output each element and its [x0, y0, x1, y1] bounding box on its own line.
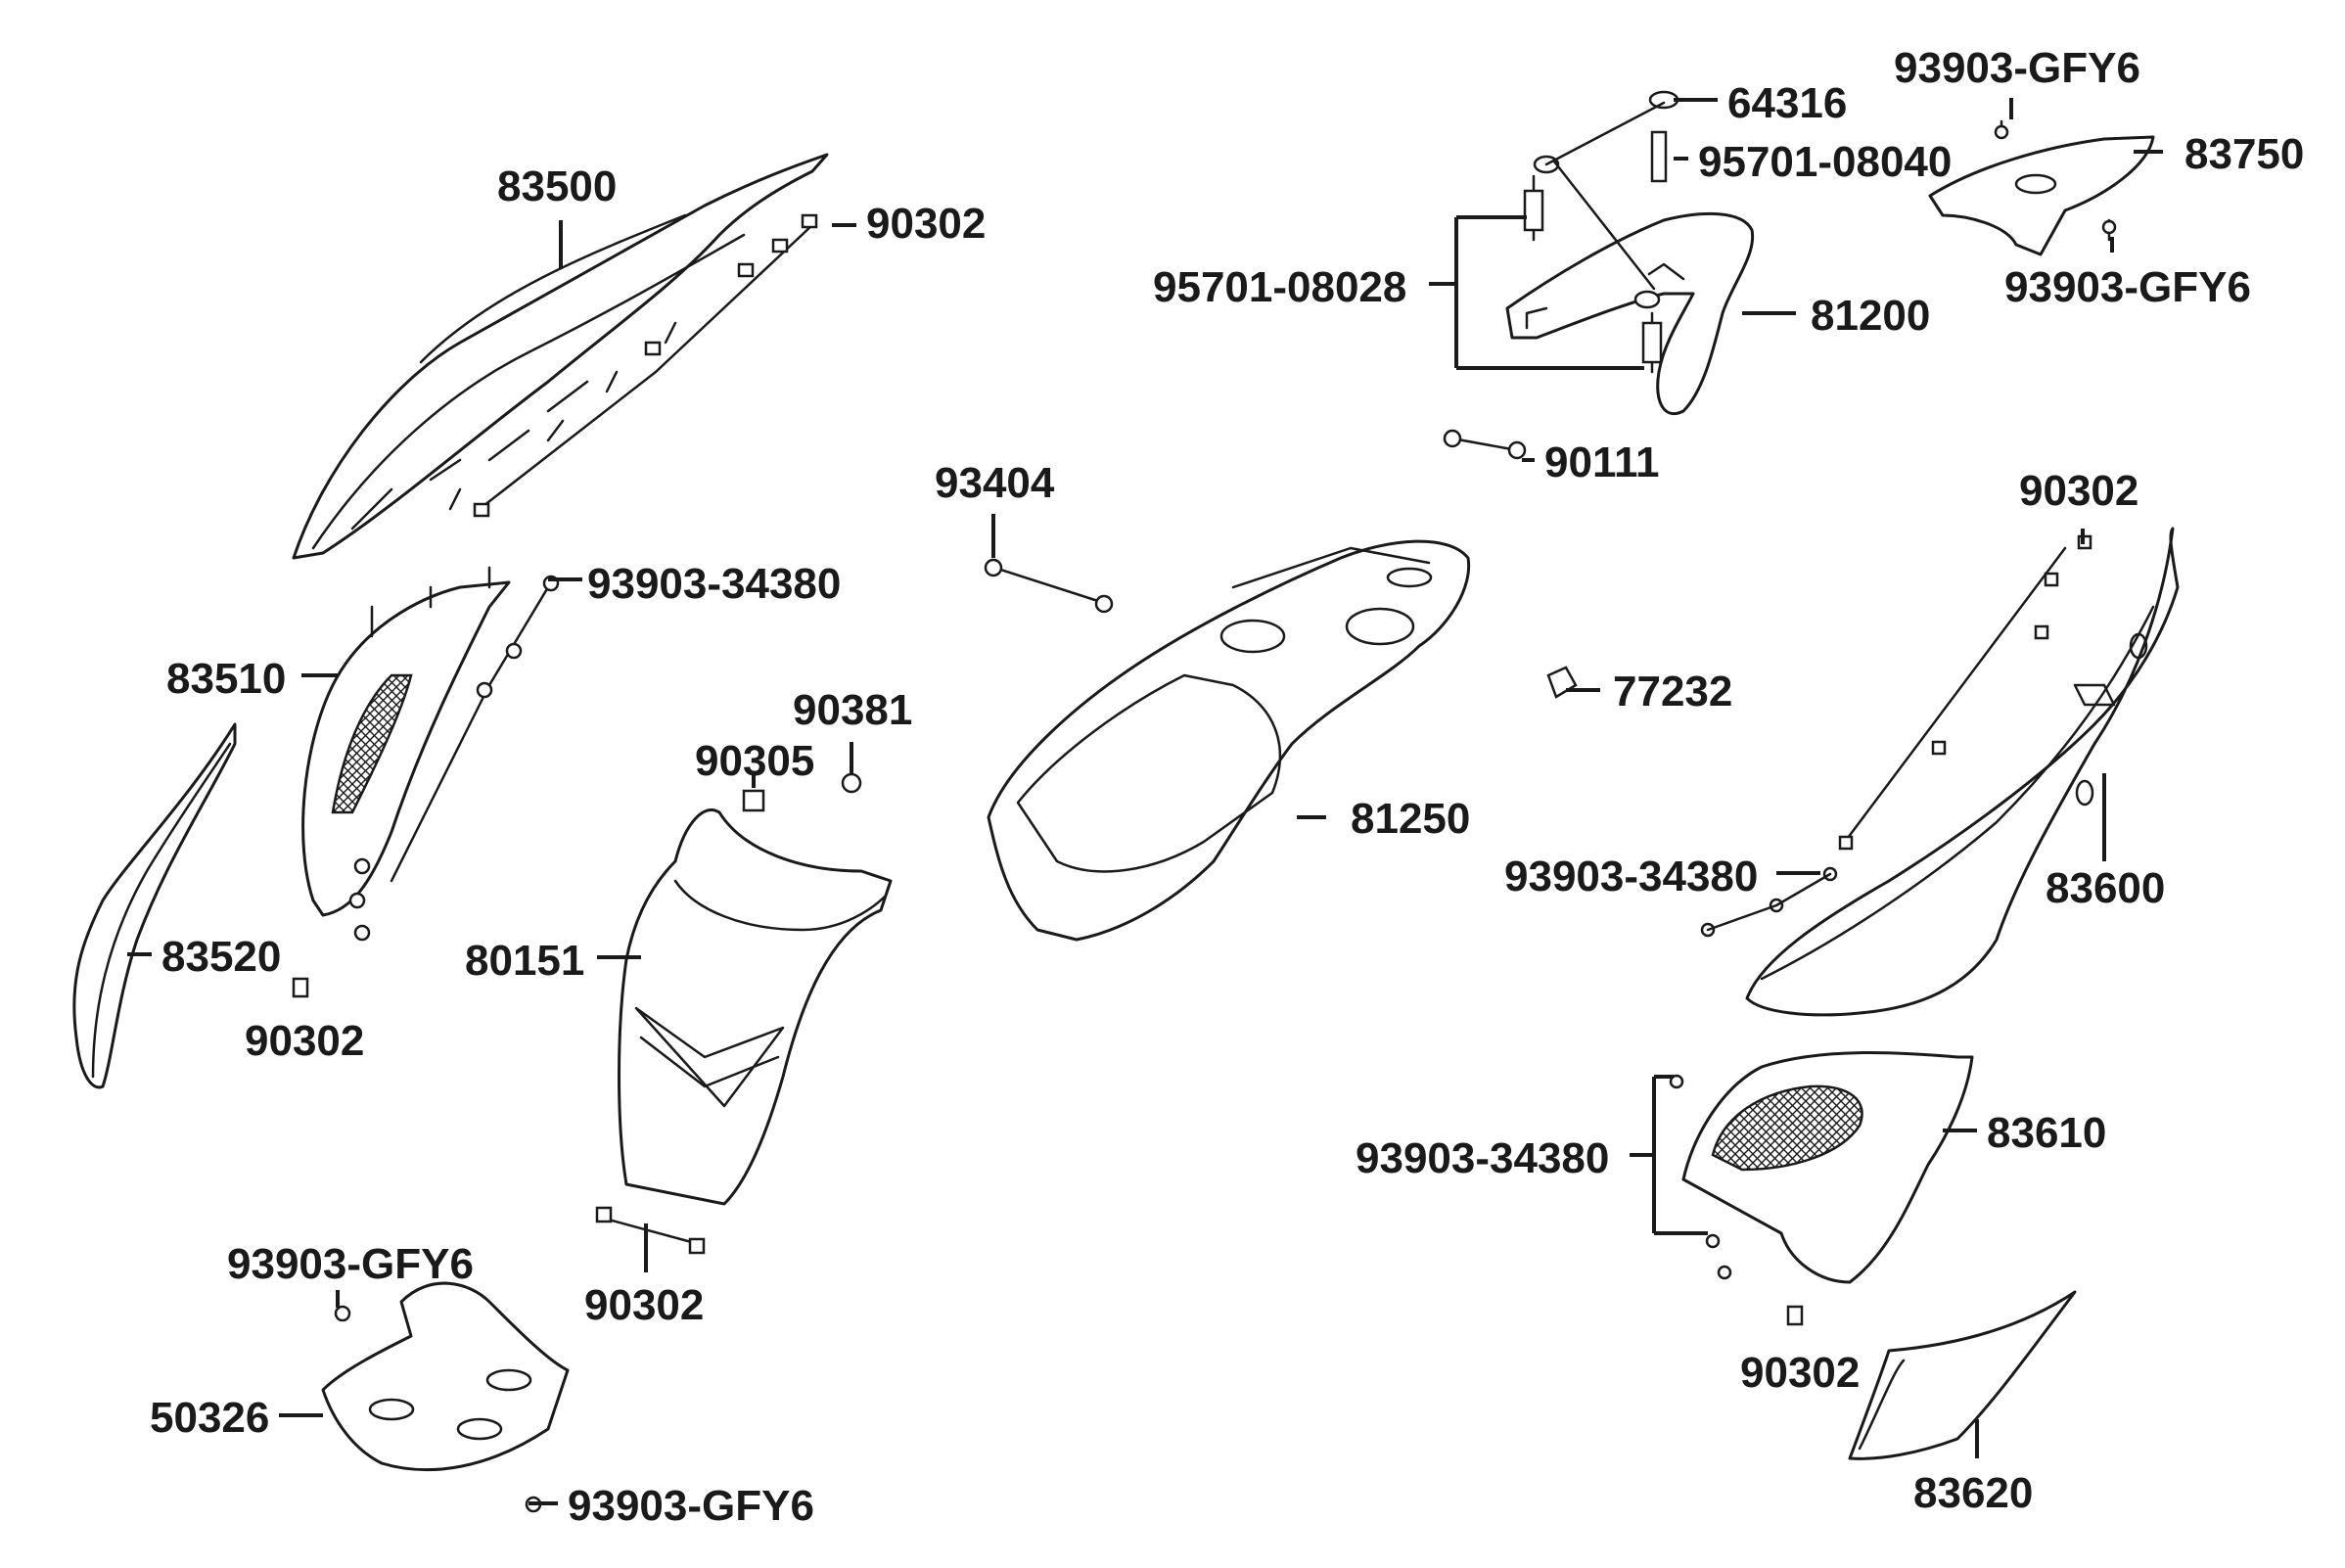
bolt-95701-08040: [1650, 130, 1668, 183]
label-83620: 83620: [1913, 1469, 2033, 1517]
label-93404: 93404: [935, 459, 1055, 507]
clip-90305: [742, 789, 765, 812]
body-cover-right-part: [1745, 527, 2180, 1017]
label-83600: 83600: [2046, 864, 2165, 912]
label-90305: 90305: [695, 737, 814, 785]
label-90381: 90381: [793, 686, 912, 734]
label-93903-34380-left: 93903-34380: [587, 560, 841, 608]
side-cover-left-part: [301, 566, 511, 917]
tail-cover-part: [1928, 135, 2155, 256]
label-90302-left: 90302: [245, 1017, 364, 1065]
label-77232: 77232: [1613, 668, 1732, 715]
label-50326: 50326: [150, 1394, 269, 1442]
label-90302-right: 90302: [2019, 467, 2138, 515]
label-93903-gfy6-right-top: 93903-GFY6: [1894, 44, 2140, 92]
body-cover-left-part: [292, 153, 829, 560]
label-93903-gfy6-lower-top: 93903-GFY6: [227, 1240, 474, 1288]
clip-strip-top: [478, 223, 814, 511]
label-90111: 90111: [1544, 438, 1660, 486]
label-93903-gfy6-right-bottom: 93903-GFY6: [2004, 263, 2251, 311]
label-95701-08028: 95701-08028: [1153, 263, 1406, 311]
label-83750: 83750: [2184, 130, 2304, 178]
label-93903-gfy6-lower-bottom: 93903-GFY6: [568, 1482, 814, 1530]
label-90302-bottom-right: 90302: [1740, 1349, 1860, 1397]
clip-90302-left: [292, 977, 309, 998]
label-81200: 81200: [1811, 292, 1930, 340]
side-molding-right-part: [1848, 1290, 2077, 1460]
label-83510: 83510: [166, 655, 286, 703]
label-93903-34380-right: 93903-34380: [1356, 1134, 1609, 1182]
label-83520: 83520: [161, 933, 281, 981]
screw-90381: [841, 772, 862, 794]
label-90302-top: 90302: [866, 200, 986, 248]
label-81250: 81250: [1351, 795, 1470, 843]
luggage-box-part: [987, 539, 1471, 942]
label-95701-08040: 95701-08040: [1698, 138, 1952, 186]
side-cover-right-part: [1681, 1051, 1974, 1284]
side-molding-left-part: [72, 722, 237, 1089]
leg-shield-part: [618, 808, 893, 1206]
label-93903-34380-mid: 93903-34380: [1504, 853, 1758, 900]
label-90302-center: 90302: [584, 1281, 704, 1329]
rear-carrier-part: [1505, 212, 1755, 415]
floor-panel-part: [321, 1281, 570, 1472]
label-83500: 83500: [497, 162, 617, 210]
cap-64316: [1648, 90, 1679, 110]
label-80151: 80151: [465, 937, 584, 985]
label-83610: 83610: [1987, 1109, 2106, 1157]
label-64316: 64316: [1727, 79, 1847, 127]
